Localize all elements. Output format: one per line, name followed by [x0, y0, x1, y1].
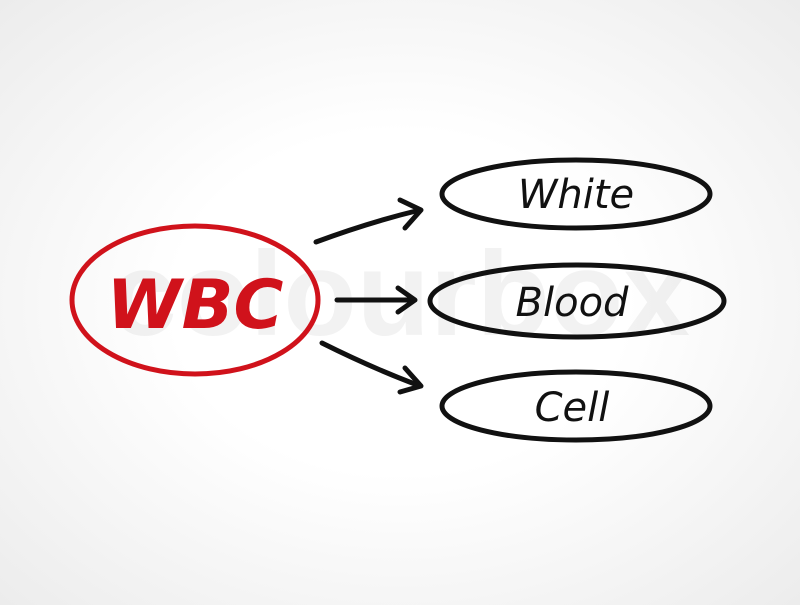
acronym-node: WBC — [69, 223, 321, 377]
term-ellipse — [439, 369, 713, 443]
term-text: Blood — [516, 280, 630, 326]
term-node-cell: Cell — [439, 369, 713, 443]
term-ellipse — [439, 157, 713, 231]
term-ellipse — [427, 262, 727, 340]
arrow-to-cell — [319, 340, 424, 395]
arrow-to-blood — [334, 285, 418, 315]
term-text: Cell — [535, 385, 610, 431]
term-text: White — [518, 172, 634, 218]
arrow-to-white — [313, 197, 424, 245]
term-node-white: White — [439, 157, 713, 231]
term-node-blood: Blood — [427, 262, 727, 340]
acronym-text: WBC — [107, 266, 284, 345]
acronym-ellipse — [69, 223, 321, 377]
